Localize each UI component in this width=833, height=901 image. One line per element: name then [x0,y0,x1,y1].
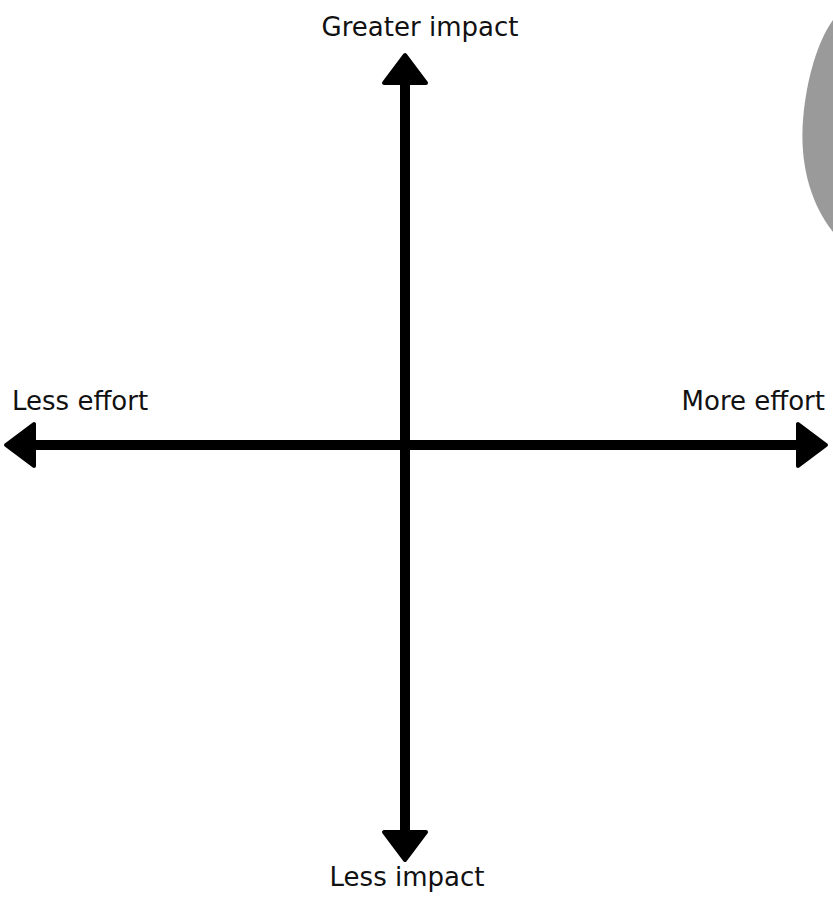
arrowhead [384,832,426,860]
axis-label: Greater impact [322,12,519,43]
axis-label: Less effort [12,386,148,417]
axis-label: More effort [682,386,825,417]
vertical-axis [400,70,410,845]
arrowhead [798,424,826,466]
horizontal-axis [20,440,812,450]
arrowhead [6,424,34,466]
arrowhead [384,55,426,83]
axis-label: Less impact [330,862,485,893]
grey-blob [802,20,833,232]
